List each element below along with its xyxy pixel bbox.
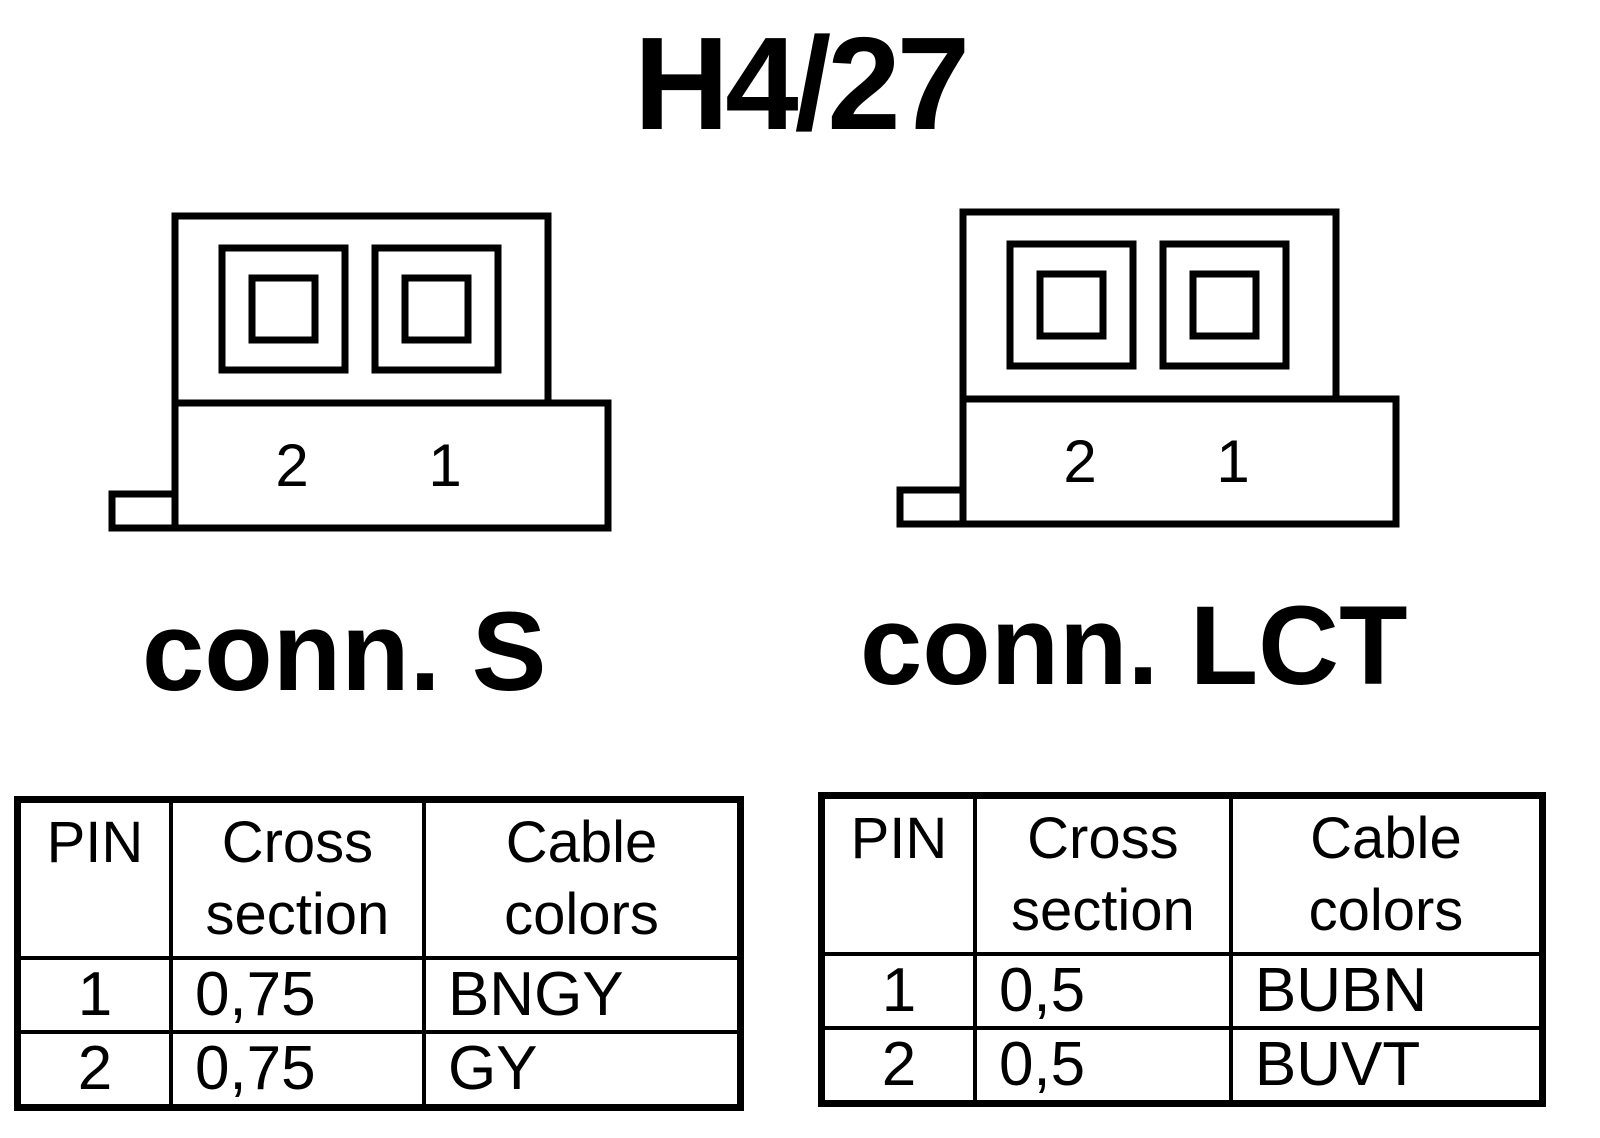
header-cable-colors: Cable colors	[1228, 793, 1545, 956]
connector-s-latch	[108, 490, 179, 532]
connector-s-terminal-1	[401, 274, 472, 344]
diagram-title: H4/27	[633, 10, 970, 157]
connector-s-pin-table: PIN Cross section Cable colors 1 0,75 BN…	[14, 796, 744, 1111]
cell-pin: 1	[819, 951, 977, 1030]
cell-cross-section: 0,75	[168, 955, 426, 1034]
cell-pin: 1	[15, 955, 173, 1034]
connector-lct-label: conn. LCT	[860, 583, 1408, 708]
connector-lct-cavity-2	[1006, 240, 1137, 370]
cell-cross-section: 0,5	[972, 951, 1233, 1030]
connector-lct-terminal-1	[1189, 270, 1260, 340]
table-row: 1 0,5 BUBN	[819, 951, 1545, 1030]
connector-s-label: conn. S	[142, 589, 547, 714]
connector-lct-pin-label-1: 1	[1216, 428, 1249, 495]
table-row: 2 0,5 BUVT	[819, 1025, 1545, 1105]
connector-s-cavity-2	[218, 244, 349, 374]
connector-s-terminal-2	[248, 274, 319, 344]
connector-lct-latch	[896, 486, 967, 528]
connector-s-drawing: 2 1	[108, 212, 612, 532]
connector-lct-drawing: 2 1	[896, 208, 1400, 528]
cell-pin: 2	[15, 1029, 173, 1109]
cell-cross-section: 0,75	[168, 1029, 426, 1109]
connector-lct-terminal-2	[1036, 270, 1107, 340]
header-pin: PIN	[15, 797, 173, 960]
connector-lct-pin-table: PIN Cross section Cable colors 1 0,5 BUB…	[818, 792, 1546, 1107]
header-pin: PIN	[819, 793, 977, 956]
header-cross-section: Cross section	[168, 797, 426, 960]
connector-lct-pin-label-2: 2	[1063, 428, 1096, 495]
cell-cable-color: GY	[421, 1029, 743, 1109]
cell-cross-section: 0,5	[972, 1025, 1233, 1105]
cell-pin: 2	[819, 1025, 977, 1105]
table-row: 1 0,75 BNGY	[15, 955, 743, 1034]
header-cable-colors: Cable colors	[421, 797, 743, 960]
cell-cable-color: BNGY	[421, 955, 743, 1034]
table-row: 2 0,75 GY	[15, 1029, 743, 1109]
connector-lct-cavity-1	[1159, 240, 1290, 370]
header-cross-section: Cross section	[972, 793, 1233, 956]
connector-s-pin-label-1: 1	[428, 432, 461, 499]
table-header-row: PIN Cross section Cable colors	[15, 797, 743, 960]
table-header-row: PIN Cross section Cable colors	[819, 793, 1545, 956]
cell-cable-color: BUVT	[1228, 1025, 1545, 1105]
connector-s-pin-label-2: 2	[275, 432, 308, 499]
cell-cable-color: BUBN	[1228, 951, 1545, 1030]
connector-s-cavity-1	[371, 244, 502, 374]
